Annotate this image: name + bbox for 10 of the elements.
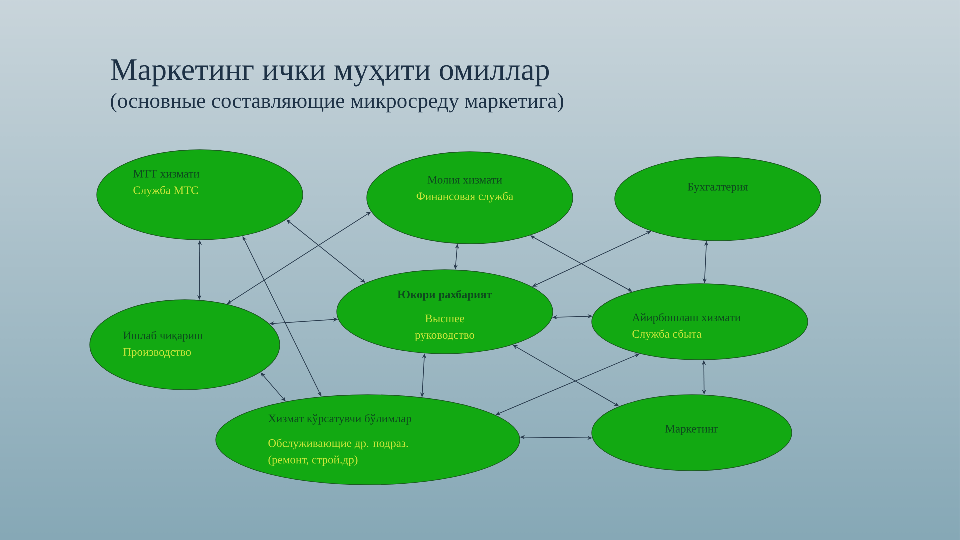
- ellipse-node: Молия хизмати Финансовая служба: [366, 152, 574, 244]
- ellipse-node: Маркетинг: [592, 394, 792, 472]
- ellipse-node: Юкори рахбарият Высшее руководство: [336, 270, 554, 354]
- ellipse-node: Бухгалтерия: [614, 156, 822, 242]
- ellipse-node: Ишлаб чиқариш Производство: [90, 300, 280, 390]
- title: Маркетинг ички муҳити омиллар: [111, 60, 550, 87]
- subtitle: (основные составляющие микросреду маркетига): [111, 93, 564, 113]
- ellipse-node: Хизмат кўрсатувчи бўлимлар Обслуживающие др. подраз. (ремонт, строй.др): [216, 394, 520, 486]
- ellipse-node: Айирбошлаш хизмати Служба сбыта: [592, 284, 808, 360]
- ellipse-node: МТТ хизмати Служба МТС: [96, 150, 304, 240]
